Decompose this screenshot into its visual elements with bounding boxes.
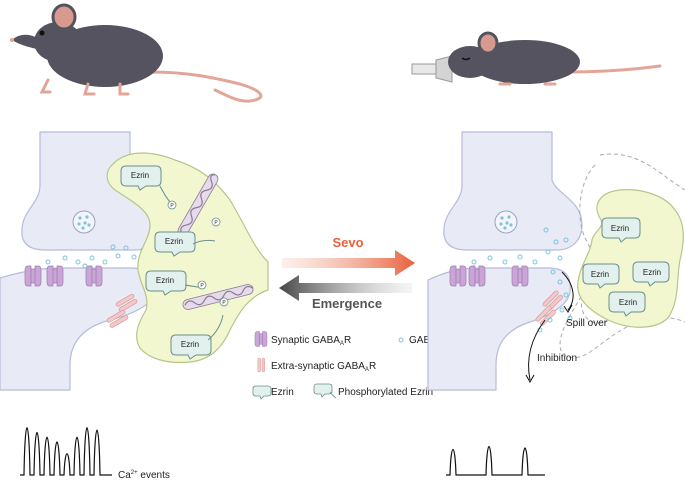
legend-ezrin-label: Ezrin: [271, 387, 294, 398]
spill-over-label: Spill over: [566, 318, 608, 329]
legend-extra-icon: [258, 358, 265, 372]
postsynaptic-terminal: [0, 268, 155, 390]
anesthetized-mouse: [412, 33, 660, 84]
inhibition-arrow: [529, 320, 545, 380]
legend-phospho-ezrin-icon: [314, 384, 336, 398]
ezrin-label: Ezrin: [643, 268, 661, 277]
legend: Synaptic GABAAR GABA Extra-synaptic GABA…: [253, 332, 437, 400]
postsynaptic-terminal: [428, 268, 570, 390]
mouse-ear: [53, 5, 75, 29]
synaptic-vesicle: [73, 211, 95, 233]
ezrin-label: Ezrin: [131, 171, 149, 180]
inhibition-label: Inhibition: [537, 353, 577, 364]
legend-phospho-ezrin-label: Phosphorylated Ezrin: [338, 387, 433, 398]
presynaptic-terminal: [444, 132, 582, 250]
legend-synaptic-label: Synaptic GABAAR: [271, 335, 351, 347]
synaptic-gabaar: [450, 266, 466, 286]
mouse-eye: [40, 31, 45, 36]
mouse-tail: [150, 72, 261, 101]
left-synapse: P P P P Ezrin Ezrin Ezrin Ezrin: [0, 132, 268, 390]
calcium-trace-anesthetized: [446, 447, 545, 476]
legend-extra-label: Extra-synaptic GABAAR: [271, 361, 376, 373]
mouse-tail: [570, 66, 660, 72]
synaptic-gabaar: [469, 266, 485, 286]
anesthesia-tube: [412, 64, 436, 74]
sevo-arrow: [282, 250, 415, 276]
awake-mouse: [10, 5, 261, 101]
synaptic-gabaar: [47, 266, 63, 286]
mouse-nose: [10, 38, 14, 42]
synaptic-vesicle: [495, 211, 517, 233]
legend-synaptic-icon: [255, 332, 267, 347]
emergence-label: Emergence: [312, 296, 382, 311]
calcium-trace-label: Ca2+ events: [118, 470, 170, 480]
legend-gaba-icon: [399, 338, 403, 342]
ezrin-label: Ezrin: [156, 276, 174, 285]
ezrin-label: Ezrin: [611, 224, 629, 233]
synaptic-gabaar: [86, 266, 102, 286]
ezrin-label: Ezrin: [165, 237, 183, 246]
synaptic-gabaar: [25, 266, 41, 286]
ezrin-label: Ezrin: [619, 298, 637, 307]
ezrin-label: Ezrin: [181, 340, 199, 349]
synaptic-gabaar: [512, 266, 528, 286]
state-arrows: Sevo Emergence: [279, 235, 415, 311]
mouse-ear: [479, 33, 497, 53]
sevo-label: Sevo: [332, 235, 363, 250]
legend-ezrin-icon: [253, 386, 271, 399]
ezrin-label: Ezrin: [591, 270, 609, 279]
right-synapse: Ezrin Ezrin Ezrin Ezrin Spill over Inhib…: [428, 132, 685, 390]
calcium-trace-awake: [20, 428, 112, 475]
